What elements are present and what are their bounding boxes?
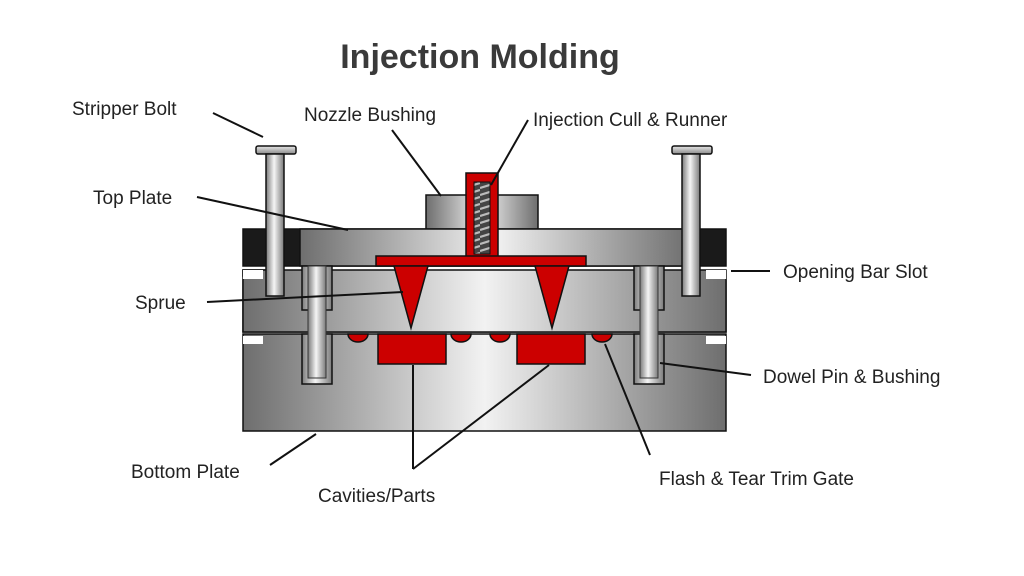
- label-top-plate: Top Plate: [93, 188, 172, 209]
- stripper-bolt-left-head: [255, 145, 297, 155]
- leader-top-plate: [196, 196, 349, 231]
- stripper-bolt-right-shaft: [681, 153, 701, 297]
- label-opening-bar-slot: Opening Bar Slot: [783, 262, 928, 283]
- flash-gate-3: [489, 333, 511, 343]
- flash-gate-2: [450, 333, 472, 343]
- leader-bottom-plate: [269, 433, 317, 466]
- label-nozzle-bushing: Nozzle Bushing: [304, 105, 436, 126]
- bottom-slot-right: [706, 336, 726, 344]
- leader-stripper-bolt: [212, 112, 264, 138]
- label-flash-tear-trim-gate: Flash & Tear Trim Gate: [659, 469, 854, 490]
- opening-bar-slot-right: [706, 270, 726, 279]
- label-cavities-parts: Cavities/Parts: [318, 486, 435, 507]
- label-dowel-pin-bushing: Dowel Pin & Bushing: [763, 367, 940, 388]
- label-sprue: Sprue: [135, 293, 186, 314]
- cavity-part-right: [516, 333, 586, 365]
- stripper-bolt-left-shaft: [265, 153, 285, 297]
- leader-sprue: [206, 291, 404, 303]
- flash-gate-4: [591, 333, 613, 343]
- label-injection-cull-runner: Injection Cull & Runner: [533, 110, 728, 131]
- leader-nozzle-bushing: [391, 129, 442, 197]
- cavity-part-left: [377, 333, 447, 365]
- label-stripper-bolt: Stripper Bolt: [72, 99, 177, 120]
- dowel-pin-right: [639, 265, 659, 379]
- leader-dowel-pin: [659, 362, 752, 376]
- runner: [375, 255, 587, 267]
- leader-injection-cull: [490, 119, 529, 186]
- stripper-bolt-right-head: [671, 145, 713, 155]
- sprue-right: [534, 265, 570, 331]
- sprue-left: [393, 265, 429, 331]
- dowel-pin-left: [307, 265, 327, 379]
- cull-spring: [473, 181, 491, 255]
- opening-bar-slot-left: [243, 270, 263, 279]
- leader-cavities-right: [412, 364, 550, 470]
- leader-flash-gate: [604, 343, 651, 456]
- label-bottom-plate: Bottom Plate: [131, 462, 240, 483]
- flash-gate-1: [347, 333, 369, 343]
- bottom-slot-left: [243, 336, 263, 344]
- page-title: Injection Molding: [340, 38, 620, 76]
